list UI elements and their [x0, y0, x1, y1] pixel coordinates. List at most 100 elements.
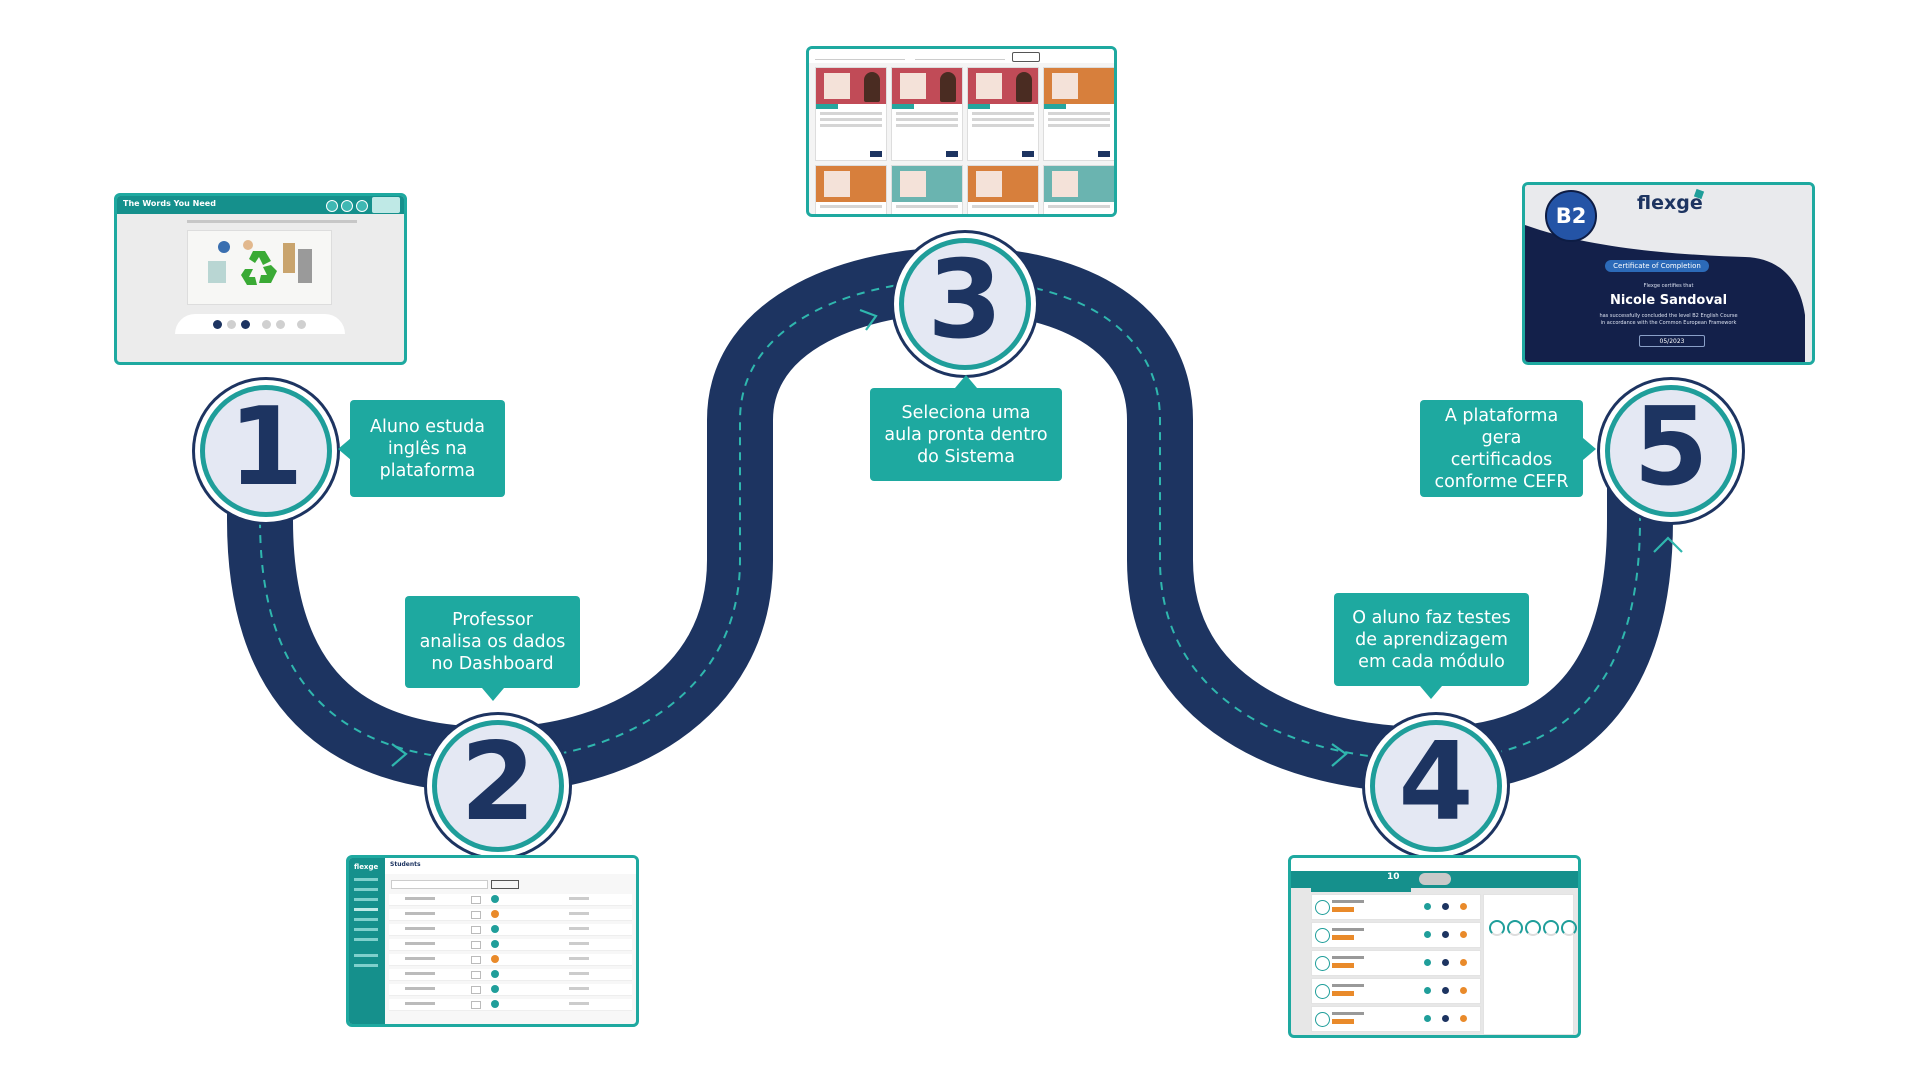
- recycle-icon: [208, 240, 312, 285]
- control-dot: [326, 200, 338, 212]
- table-row[interactable]: [389, 894, 632, 906]
- step-circle-2: 2: [432, 720, 564, 852]
- dashboard-sidebar: flexge: [349, 858, 385, 1024]
- certificate-thumbnail: B2 flexge Certificate of Completion Flex…: [1522, 182, 1815, 365]
- step-circle-4: 4: [1370, 720, 1502, 852]
- module-row[interactable]: [1311, 894, 1481, 920]
- study-time-panel: [1483, 894, 1574, 1035]
- students-dashboard-thumbnail: flexge Students: [346, 855, 639, 1027]
- step-number: 2: [460, 720, 536, 845]
- table-row[interactable]: [389, 939, 632, 951]
- callout-line: aula pronta dentro: [884, 424, 1048, 445]
- gauge-icon: [1561, 920, 1577, 936]
- filter-input[interactable]: [915, 52, 1005, 60]
- callout-line: Professor: [452, 610, 533, 630]
- sidebar-item[interactable]: [354, 954, 378, 957]
- lesson-step-dot: [241, 320, 250, 329]
- lesson-card[interactable]: [891, 165, 963, 214]
- level-badge: B2: [1545, 190, 1597, 242]
- lesson-card[interactable]: [815, 67, 887, 161]
- callout-pointer: [1583, 438, 1596, 460]
- certificate-panel: [1525, 225, 1805, 362]
- callout-line: do Sistema: [917, 446, 1015, 467]
- module-list: [1311, 894, 1481, 1035]
- arrow-1: [391, 743, 408, 767]
- module-row[interactable]: [1311, 978, 1481, 1004]
- table-row[interactable]: [389, 999, 632, 1011]
- lesson-step-dot: [276, 320, 285, 329]
- lesson-screen-thumbnail: The Words You Need: [114, 193, 407, 365]
- lesson-controls: [326, 200, 368, 212]
- control-dot: [341, 200, 353, 212]
- gauge-icon: [1525, 920, 1541, 936]
- progress-thumbnail: 10: [1288, 855, 1581, 1038]
- lesson-step-nav: [175, 314, 345, 334]
- sidebar-item[interactable]: [354, 898, 378, 901]
- module-row[interactable]: [1311, 950, 1481, 976]
- table-row[interactable]: [389, 924, 632, 936]
- recycling-photo: [187, 230, 332, 305]
- module-row[interactable]: [1311, 922, 1481, 948]
- step-circle-1: 1: [200, 385, 332, 517]
- new-plan-button[interactable]: [1012, 52, 1040, 62]
- lesson-card[interactable]: [967, 165, 1039, 214]
- certificate-line-1: has successfully concluded the level B2 …: [1599, 313, 1738, 319]
- certificate-intro: Flexge certifies that: [1643, 283, 1694, 289]
- table-row[interactable]: [389, 954, 632, 966]
- callout-pointer: [338, 438, 351, 460]
- lesson-card[interactable]: [967, 67, 1039, 161]
- gauge-icon: [1507, 920, 1523, 936]
- callout-line: conforme CEFR: [1434, 471, 1569, 492]
- sidebar-item[interactable]: [354, 928, 378, 931]
- lesson-card[interactable]: [891, 67, 963, 161]
- step-number: 5: [1633, 385, 1709, 510]
- search-input[interactable]: [815, 52, 905, 60]
- callout-pointer: [482, 688, 504, 701]
- search-input[interactable]: [391, 880, 488, 889]
- lesson-instructions: [187, 220, 357, 223]
- page-title: Students: [390, 861, 421, 868]
- callout-line: gera certificados: [1450, 427, 1553, 470]
- callout-line: plataforma: [379, 460, 476, 481]
- sidebar-item[interactable]: [354, 908, 378, 911]
- lesson-badge: [372, 197, 400, 213]
- callout-line: analisa os dados: [419, 632, 566, 652]
- arrow-4: [1653, 536, 1683, 553]
- grid-toolbar: [809, 49, 1114, 63]
- module-breadcrumb: [1311, 888, 1411, 892]
- gauge-icon: [1489, 920, 1505, 936]
- lesson-step-dot: [213, 320, 222, 329]
- step-number: 1: [228, 385, 304, 510]
- table-row[interactable]: [389, 909, 632, 921]
- lesson-step-dot: [227, 320, 236, 329]
- lesson-card[interactable]: [1043, 67, 1114, 161]
- student-name: Nicole Sandoval: [1609, 293, 1728, 308]
- lesson-card[interactable]: [1043, 165, 1114, 214]
- lesson-card[interactable]: [815, 165, 887, 214]
- new-student-button[interactable]: [491, 880, 519, 889]
- callout-pointer: [955, 375, 977, 388]
- table-row[interactable]: [389, 969, 632, 981]
- step-number: 4: [1398, 720, 1474, 845]
- sidebar-item[interactable]: [354, 888, 378, 891]
- level-pill: [1419, 873, 1451, 885]
- step-number: 3: [927, 238, 1003, 363]
- certificate-label: Certificate of Completion: [1605, 260, 1709, 272]
- sidebar-item[interactable]: [354, 938, 378, 941]
- app-top-bar: [1291, 858, 1578, 871]
- sidebar-item[interactable]: [354, 964, 378, 967]
- lesson-step-dot: [297, 320, 306, 329]
- module-row[interactable]: [1311, 1006, 1481, 1032]
- sidebar-item[interactable]: [354, 918, 378, 921]
- sidebar-item[interactable]: [354, 878, 378, 881]
- brand-logo: flexge: [354, 863, 379, 871]
- table-row[interactable]: [389, 984, 632, 996]
- brand-logo: flexge: [1637, 192, 1703, 214]
- step-circle-5: 5: [1605, 385, 1737, 517]
- certificate-line-2: in accordance with the Common European F…: [1600, 320, 1737, 326]
- callout-line: de aprendizagem: [1355, 629, 1508, 650]
- dashboard-header: [385, 858, 636, 874]
